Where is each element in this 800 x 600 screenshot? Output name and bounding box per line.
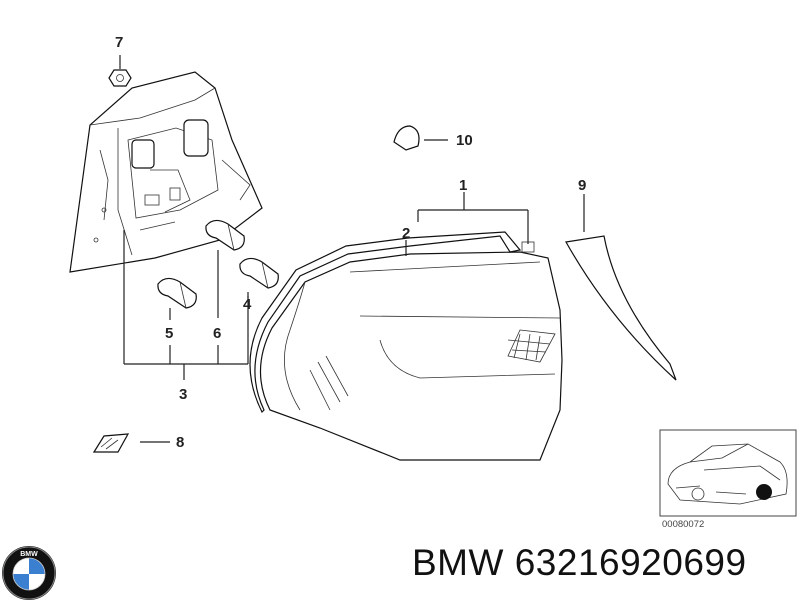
bulb-part-6 — [205, 219, 245, 251]
thumbnail-code: 00080072 — [662, 519, 704, 530]
bmw-logo-icon: BMW — [2, 546, 56, 600]
callout-5: 5 — [165, 325, 173, 342]
callout-2: 2 — [402, 225, 410, 242]
tail-light-part-1 — [259, 251, 563, 461]
callout-bracket-1 — [405, 192, 529, 256]
callout-9: 9 — [578, 177, 586, 194]
car-thumbnail: 00080072 — [659, 429, 797, 530]
callout-7: 7 — [115, 34, 123, 51]
brand-part-number-line: BMW 63216920699 — [412, 542, 747, 584]
callout-1: 1 — [459, 177, 467, 194]
bulb-part-5 — [157, 277, 197, 309]
cap-part-10 — [393, 125, 448, 151]
label-part-8 — [92, 433, 170, 453]
brand-name: BMW — [412, 542, 504, 583]
callout-4: 4 — [243, 296, 252, 313]
callout-8: 8 — [176, 434, 184, 451]
callout-10: 10 — [456, 132, 473, 149]
reflector-part-9 — [565, 194, 677, 381]
callout-6: 6 — [213, 325, 221, 342]
callout-bracket-3 — [123, 230, 249, 380]
nut-part-7 — [108, 55, 132, 87]
part-number: 63216920699 — [514, 542, 747, 583]
logo-letters: BMW — [20, 551, 38, 558]
tail-light-location-marker — [756, 484, 772, 500]
bulb-part-4 — [239, 257, 279, 289]
callout-3: 3 — [179, 386, 187, 403]
